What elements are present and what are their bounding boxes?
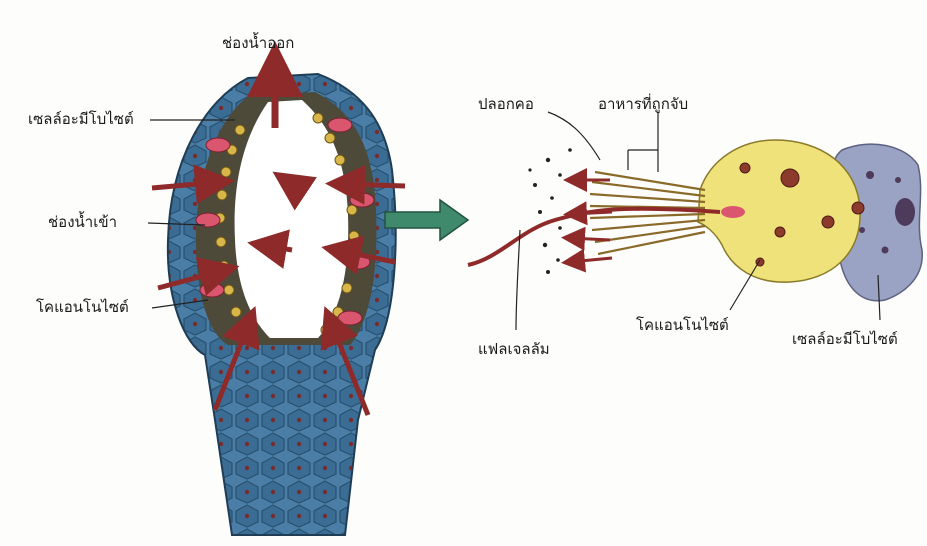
label-water-out: ช่องน้ำออก (222, 34, 294, 52)
label-amoebocyte-left: เซลล์อะมีโบไซต์ (28, 110, 134, 128)
label-collar: ปลอกคอ (478, 95, 534, 113)
label-choanocyte-right: โคแอนโนไซต์ (636, 316, 729, 334)
food-particles (528, 148, 571, 274)
label-water-in: ช่องน้ำเข้า (48, 213, 117, 231)
label-captured-food: อาหารที่ถูกจับ (598, 95, 688, 113)
collar-flow-arrows (570, 180, 612, 262)
choanocyte-detail (468, 112, 922, 330)
label-flagellum: แฟลเจลลัม (478, 340, 550, 358)
magnify-arrow (385, 200, 468, 240)
sponge-body (152, 62, 405, 535)
label-amoebocyte-right: เซลล์อะมีโบไซต์ (792, 330, 898, 348)
label-choanocyte-left: โคแอนโนไซต์ (36, 298, 129, 316)
